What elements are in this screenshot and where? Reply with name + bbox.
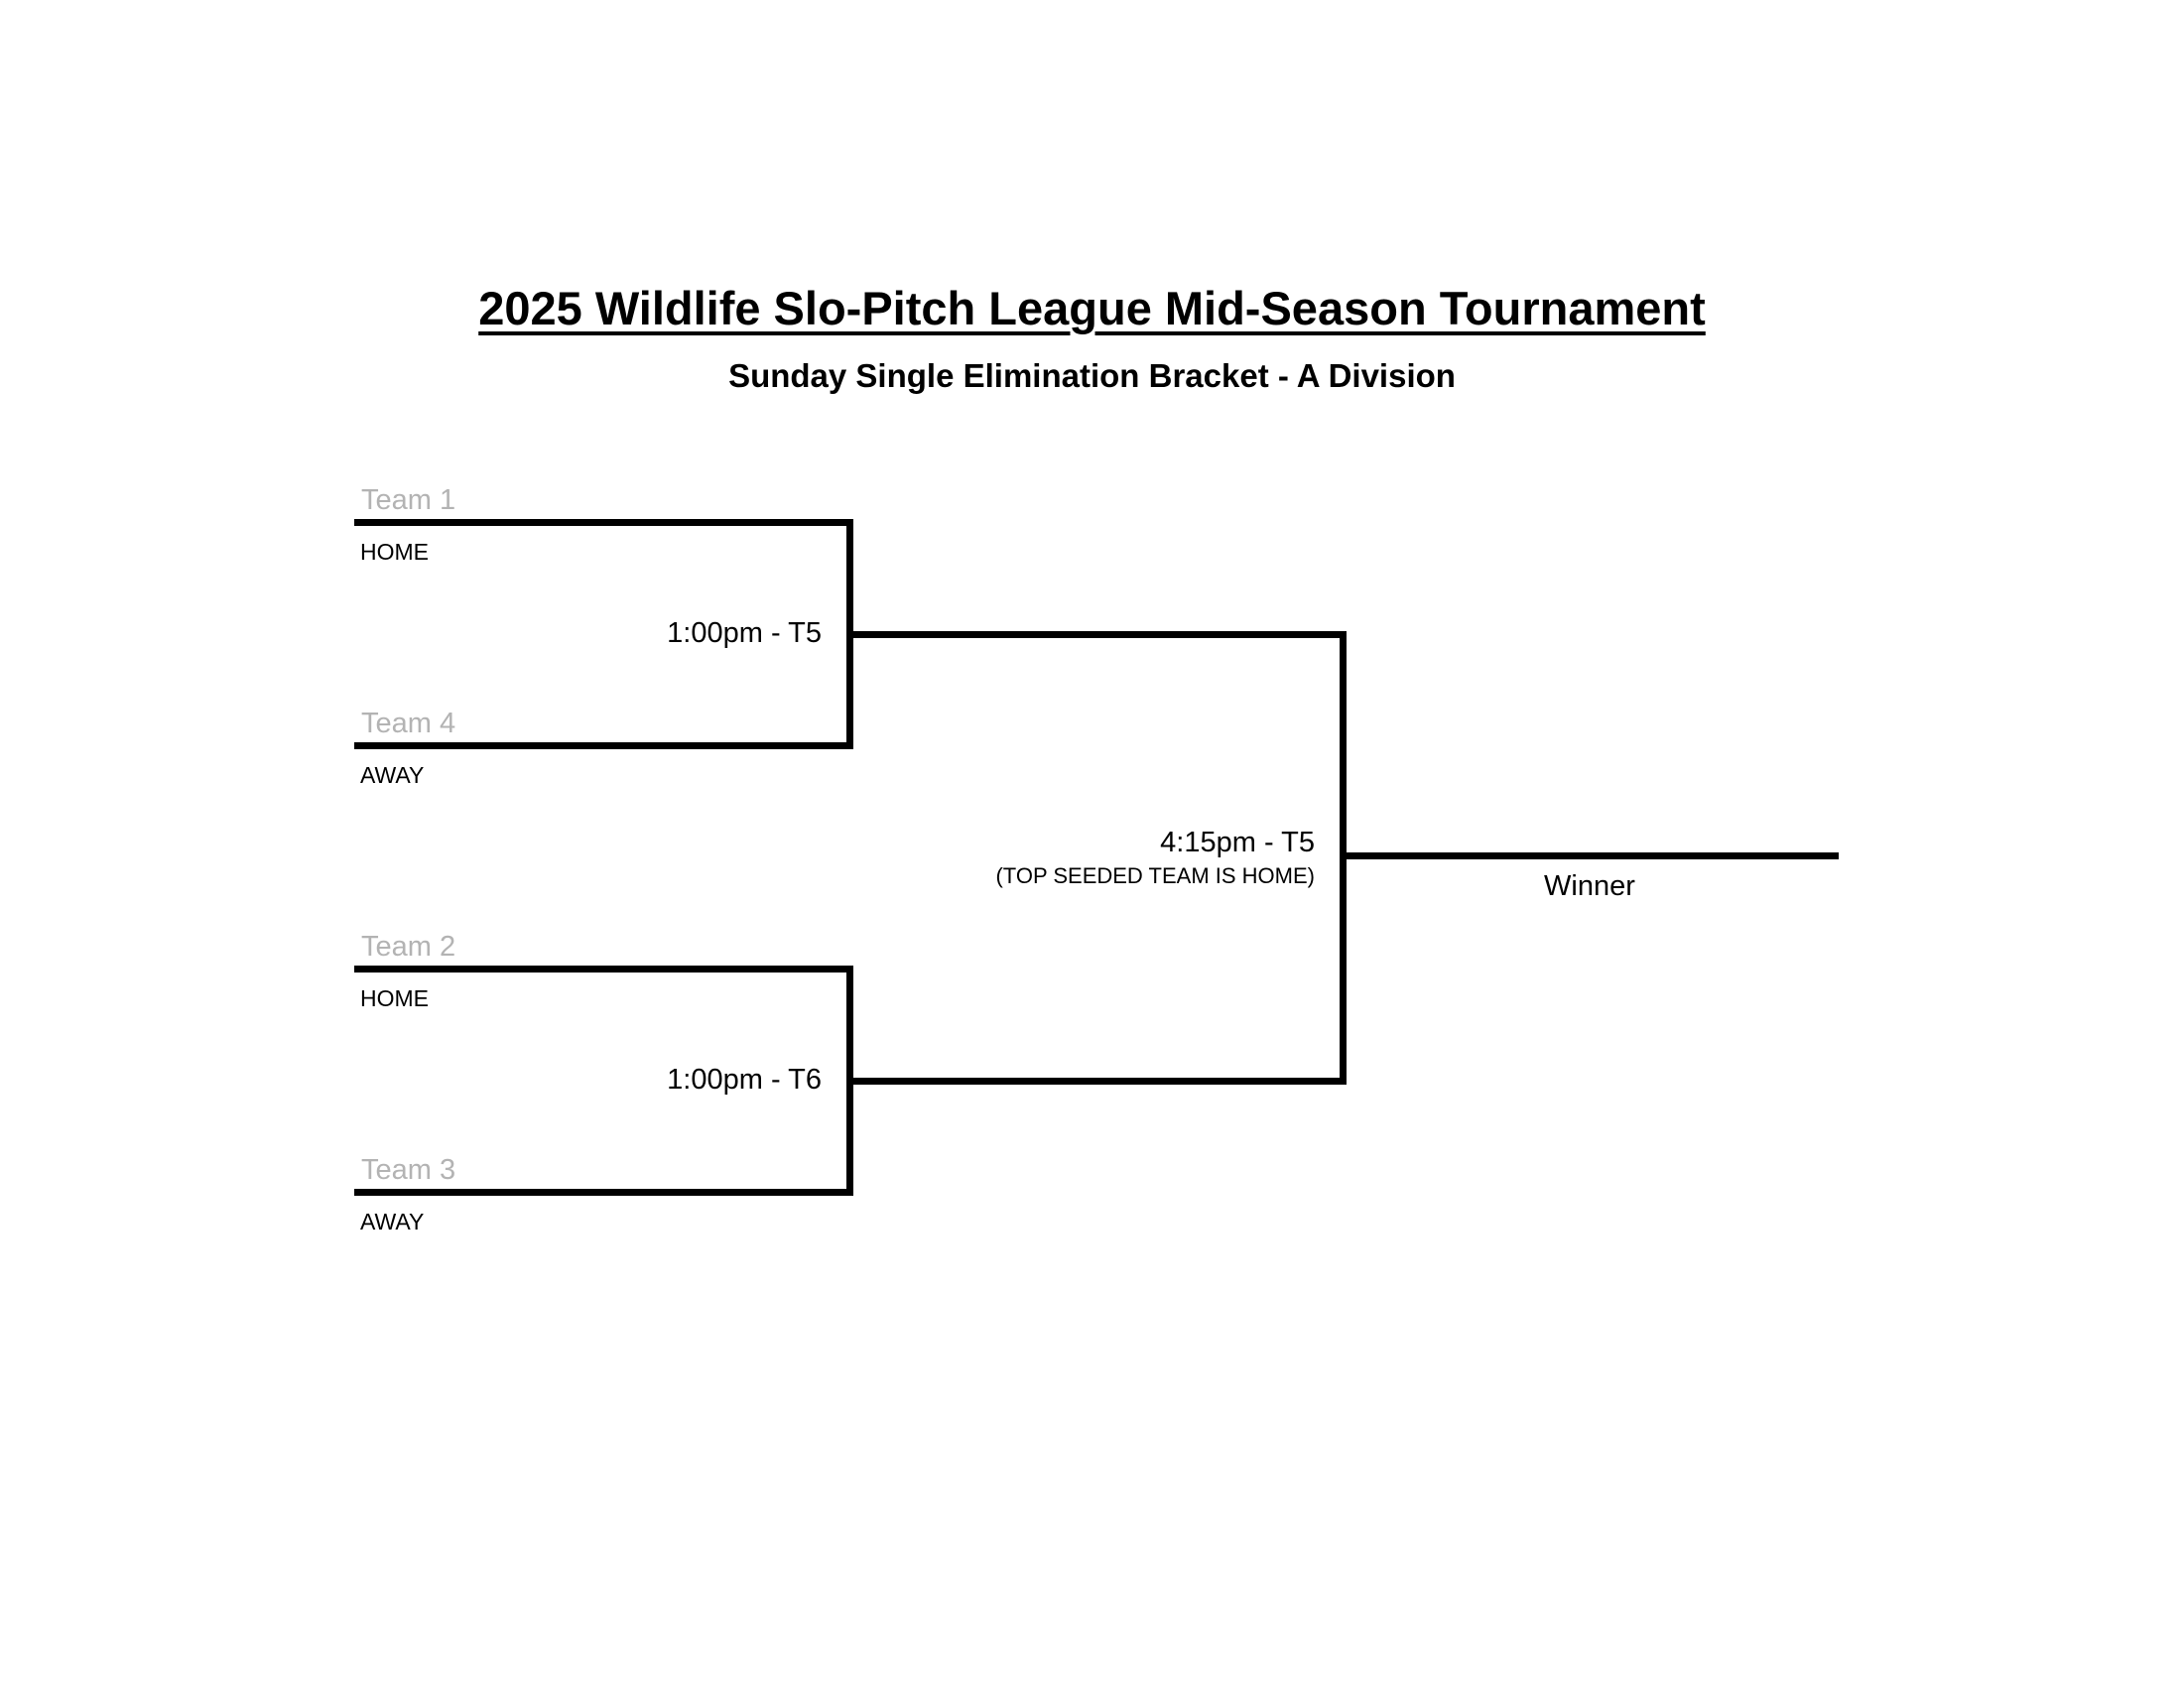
game2-home-label: HOME <box>360 985 429 1011</box>
game1-home-team: Team 1 <box>361 484 456 516</box>
game1-away-label: AWAY <box>360 762 425 788</box>
game2-home-line <box>354 966 853 973</box>
game2-advance-line <box>846 1078 1347 1085</box>
game2-away-line <box>354 1189 853 1196</box>
final-home-note: (TOP SEEDED TEAM IS HOME) <box>995 863 1315 888</box>
game2-home-team: Team 2 <box>361 931 456 963</box>
game1-away-line <box>354 742 853 749</box>
bracket-subtitle: Sunday Single Elimination Bracket - A Di… <box>728 357 1456 394</box>
winner-label: Winner <box>1544 870 1635 902</box>
bracket-title: 2025 Wildlife Slo-Pitch League Mid-Seaso… <box>478 282 1706 334</box>
final-time: 4:15pm - T5 <box>1160 827 1315 858</box>
winner-line <box>1340 852 1839 859</box>
game2-away-label: AWAY <box>360 1209 425 1234</box>
game1-home-label: HOME <box>360 539 429 565</box>
game1-time: 1:00pm - T5 <box>667 617 822 649</box>
game2-away-team: Team 3 <box>361 1154 456 1186</box>
game1-home-line <box>354 519 853 526</box>
game2-time: 1:00pm - T6 <box>667 1064 822 1096</box>
game1-away-team: Team 4 <box>361 708 456 739</box>
game1-advance-line <box>846 631 1347 638</box>
